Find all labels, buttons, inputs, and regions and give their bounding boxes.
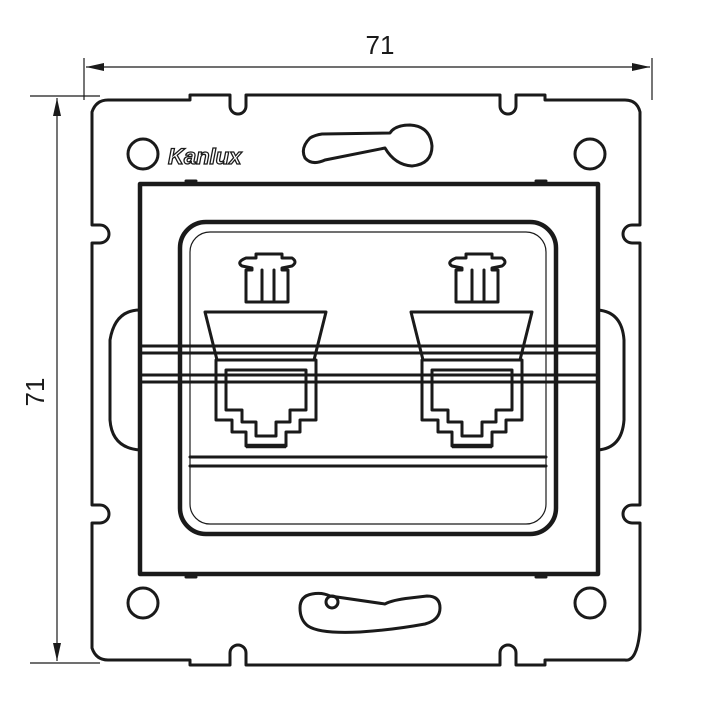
side-ear-right bbox=[596, 308, 626, 452]
port-inner-right bbox=[430, 368, 514, 438]
keystone-latch-left bbox=[238, 252, 297, 304]
height-label: 71 bbox=[20, 378, 50, 407]
socket-panel-inner-edge bbox=[189, 231, 547, 525]
module-outer-frame bbox=[137, 181, 601, 577]
socket-panel bbox=[177, 219, 559, 537]
port-opening-left bbox=[214, 358, 318, 448]
slot-rivet bbox=[324, 594, 340, 610]
screw-hole-top-left bbox=[126, 137, 160, 171]
width-arrow-left bbox=[86, 63, 104, 71]
height-dimension: 71 bbox=[20, 95, 100, 664]
width-dimension: 71 bbox=[83, 30, 653, 100]
screw-hole-top-right bbox=[573, 137, 607, 171]
rj45-port-right bbox=[409, 252, 534, 449]
mounting-slot-top bbox=[301, 123, 434, 168]
keystone-latch-right bbox=[448, 252, 507, 304]
screw-hole-bottom-left bbox=[126, 586, 160, 620]
mounting-slot-bottom bbox=[298, 591, 442, 634]
logo-text: Kanlux bbox=[168, 144, 242, 169]
port-inner-left bbox=[224, 368, 308, 438]
brand-logo: Kanlux bbox=[167, 143, 242, 169]
mounting-frame-outline bbox=[90, 93, 642, 667]
width-label: 71 bbox=[366, 30, 395, 60]
rj45-port-left bbox=[203, 252, 328, 449]
side-ear-left bbox=[108, 308, 142, 452]
height-arrow-top bbox=[53, 98, 61, 116]
port-opening-right bbox=[420, 358, 524, 448]
height-arrow-bottom bbox=[53, 643, 61, 661]
screw-hole-bottom-right bbox=[573, 586, 607, 620]
width-arrow-right bbox=[632, 63, 650, 71]
